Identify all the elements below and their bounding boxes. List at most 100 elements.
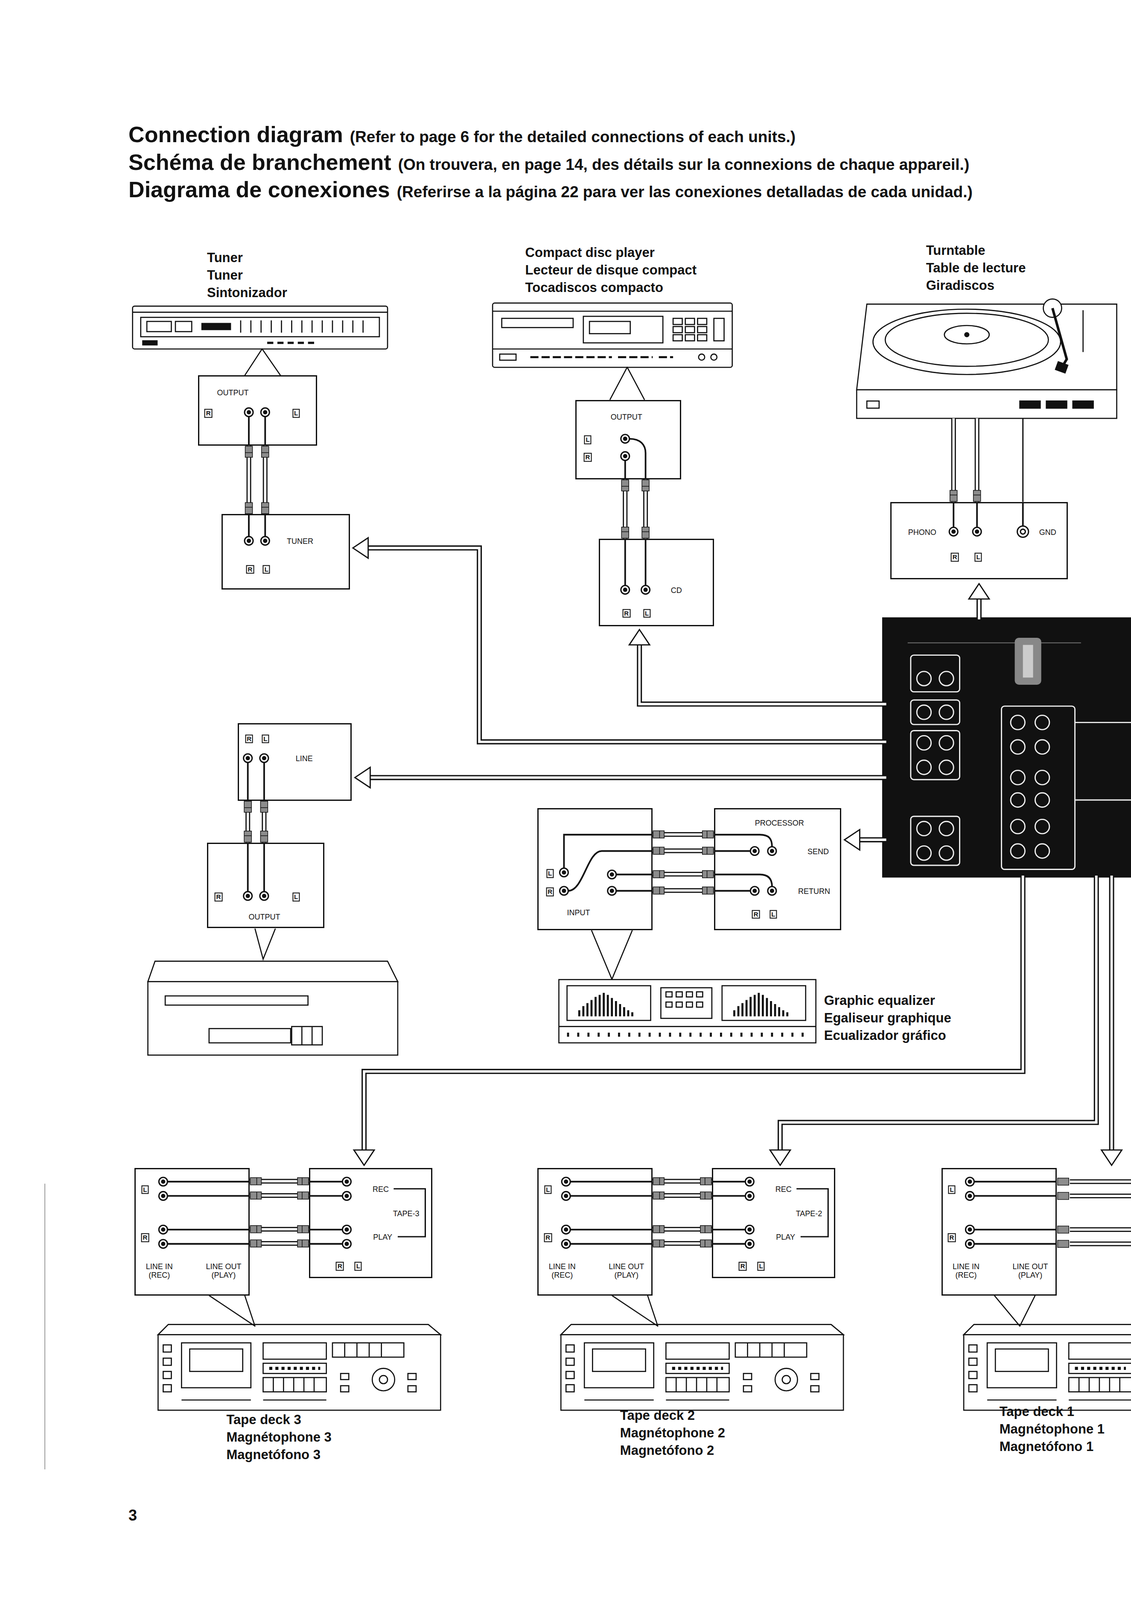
jack-panel-box: OUTPUTLR [575, 399, 682, 480]
channel-marker: R [335, 1261, 344, 1271]
cable-off-page [1057, 1239, 1069, 1248]
amplifier-rear-panel [907, 642, 1082, 644]
signal-flow-arrow [352, 537, 369, 559]
turntable-illustration [1055, 361, 1068, 373]
channel-marker: L [757, 1261, 765, 1271]
graphic-equalizer-illustration [665, 1001, 672, 1007]
plug [261, 445, 269, 458]
cable [621, 479, 629, 539]
graphic-equalizer-illustration [722, 985, 806, 1021]
plug-band [706, 886, 708, 895]
channel-marker: R [947, 1233, 957, 1242]
amplifier-rear-panel [939, 845, 954, 860]
amplifier-rear-panel [939, 671, 954, 686]
plug-band [950, 494, 958, 496]
jack-label: OUTPUT [610, 413, 643, 422]
plug-band [659, 830, 661, 838]
signal-flow-arrow [353, 1149, 375, 1166]
plug [700, 1191, 712, 1199]
subheading: (Refer to page 6 for the detailed connec… [349, 128, 796, 145]
tuner-illustration [201, 323, 231, 330]
turntable-illustration [1020, 400, 1041, 409]
signal-flow-arrow [368, 548, 887, 742]
device-unit: TurntableTable de lectureGiradiscos [856, 300, 1117, 419]
plug [652, 1191, 665, 1199]
signal-flow-arrow [769, 1149, 791, 1166]
cd-player-illustration [492, 303, 733, 368]
channel-marker: L [974, 552, 983, 562]
graphic-equalizer-illustration [665, 991, 672, 997]
channel-marker: L [261, 734, 269, 744]
jack-symbols [620, 434, 630, 444]
jack-wiring [248, 514, 266, 537]
amplifier-rear-panel [1034, 792, 1050, 807]
plug [652, 830, 665, 838]
device-label: Magnetófono 3 [226, 1445, 332, 1464]
plug-band [301, 1177, 303, 1185]
device-label: Tuner [206, 266, 288, 284]
plug-band [659, 1191, 661, 1199]
plug [297, 1177, 309, 1185]
jack-label: LINE OUT (PLAY) [607, 1262, 646, 1280]
channel-marker: R [140, 1233, 149, 1242]
channel-marker: L [643, 608, 651, 618]
cable [249, 1191, 309, 1199]
jack-symbols [607, 869, 617, 879]
jack-label: SEND [807, 847, 829, 857]
device-label: Sintonizador [206, 283, 288, 302]
device-unit: Compact disc playerLecteur de disque com… [492, 303, 733, 368]
device-label-block: Graphic equalizerEgaliseur graphiqueEcua… [824, 991, 952, 1044]
vcr-illustration [147, 981, 398, 1055]
device-label: Magnetófono 2 [620, 1441, 726, 1459]
illustration-layer [965, 1177, 1057, 1248]
plug-band [244, 807, 252, 808]
plug-band [659, 846, 661, 855]
cable [652, 1191, 712, 1199]
signal-flow-arrow [968, 583, 990, 599]
plug [652, 870, 665, 878]
plug-band [706, 870, 708, 878]
plug-band [301, 1225, 303, 1233]
jack-symbols [559, 868, 569, 877]
page-number: 3 [128, 1507, 138, 1523]
jack-symbols [767, 846, 777, 855]
amplifier-rear-panel [1023, 644, 1034, 678]
plug [702, 830, 714, 838]
amplifier-rear-panel [916, 845, 931, 860]
graphic-equalizer-illustration [567, 1032, 808, 1037]
jack-panel-box: CDRL [598, 538, 715, 627]
callout-wedge-line [209, 1295, 256, 1327]
cd-player-illustration [698, 353, 705, 360]
margin-line [44, 1183, 45, 1470]
cable [652, 870, 714, 878]
plug [297, 1225, 309, 1233]
amplifier-rear-panel [939, 760, 954, 775]
channel-marker: L [262, 565, 271, 575]
jack-label: LINE [295, 754, 313, 764]
cd-player-illustration [583, 316, 663, 343]
plug [641, 527, 650, 539]
signal-flow-arrow [639, 644, 887, 705]
amplifier-rear-panel [910, 730, 960, 780]
cd-player-illustration [673, 334, 683, 341]
graphic-equalizer-illustration [558, 979, 816, 1043]
ground-terminal [1017, 525, 1029, 537]
signal-flow-arrow [364, 875, 1024, 1150]
tuner-illustration [240, 320, 364, 333]
turntable-illustration [944, 325, 990, 344]
cable-outline [951, 418, 957, 502]
jack-symbols [260, 408, 270, 417]
signal-flow-arrow [844, 829, 860, 850]
plug [621, 479, 629, 491]
device-label: Magnétophone 2 [620, 1423, 726, 1442]
graphic-equalizer-illustration [676, 991, 683, 997]
amplifier-rear-panel [910, 655, 1131, 870]
amplifier-rear-panel [916, 705, 931, 720]
jack-symbols [244, 536, 254, 546]
jack-label: RETURN [798, 887, 831, 896]
plug [250, 1225, 262, 1233]
device-unit: Graphic equalizerEgaliseur graphiqueEcua… [558, 979, 816, 1041]
